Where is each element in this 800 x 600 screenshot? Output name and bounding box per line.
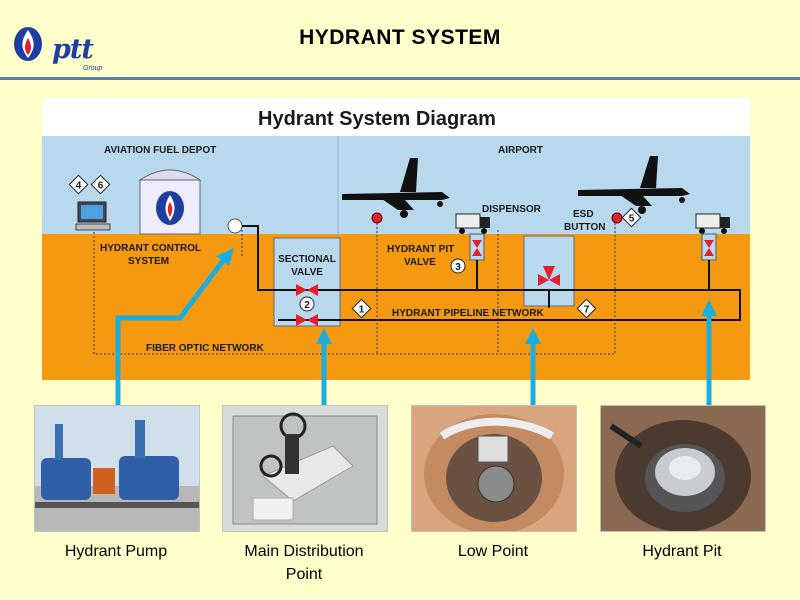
- caption-main-distribution: Main Distribution Point: [214, 540, 394, 586]
- marker-6: 6: [90, 174, 111, 195]
- hydrant-system-diagram: Hydrant System Diagram AVIATION FUEL DEP…: [42, 98, 750, 380]
- hydrant-pipeline: [242, 225, 741, 321]
- ground-area: [42, 234, 750, 380]
- caption-main-distribution-line2: Point: [285, 566, 323, 583]
- page-title: HYDRANT SYSTEM: [299, 26, 501, 49]
- valve-icon-pit-right: [704, 240, 714, 256]
- airplane-icon-left: [342, 158, 450, 218]
- diagram-title: Hydrant System Diagram: [258, 108, 496, 130]
- ptt-logo: ptt Group: [10, 18, 110, 72]
- airplane-icon-right: [578, 156, 690, 214]
- control-system-label-line2: SYSTEM: [128, 256, 169, 267]
- slide-header: ptt Group HYDRANT SYSTEM: [0, 0, 800, 80]
- marker-3: 3: [450, 258, 466, 274]
- valve-icon-sectional-top: [296, 284, 318, 296]
- marker-2: 2: [299, 296, 315, 312]
- svg-text:7: 7: [584, 305, 590, 316]
- arrow-head-hydrant-pit: [701, 300, 717, 316]
- marker-4: 4: [68, 174, 89, 195]
- hydrant-pump-photo: [34, 405, 200, 532]
- caption-hydrant-pump: Hydrant Pump: [64, 543, 168, 560]
- arrow-head-low-point: [525, 328, 541, 344]
- arrow-head-distribution: [316, 328, 332, 344]
- svg-text:6: 6: [98, 181, 104, 192]
- sectional-label-line2: VALVE: [291, 267, 323, 278]
- hydrant-pit-photo: [600, 405, 766, 532]
- logo-text: ptt: [52, 34, 94, 65]
- caption-main-distribution-line1: Main Distribution: [244, 543, 364, 560]
- arrow-head-pump: [216, 248, 234, 266]
- svg-text:1: 1: [359, 305, 365, 316]
- marker-7: 7: [576, 298, 597, 319]
- control-system-label-line1: HYDRANT CONTROL: [100, 243, 201, 254]
- esd-label-line1: ESD: [573, 209, 594, 220]
- depot-label: AVIATION FUEL DEPOT: [104, 145, 216, 156]
- fuel-tank-icon: [138, 169, 202, 235]
- header-divider: [0, 77, 800, 80]
- caption-hydrant-pit: Hydrant Pit: [642, 543, 722, 560]
- esd-button-icon-right: [611, 212, 623, 224]
- svg-text:4: 4: [76, 181, 82, 192]
- valve-icon-pit-left: [472, 240, 482, 256]
- pit-valve-label-line2: VALVE: [404, 257, 436, 268]
- dispensor-label: DISPENSOR: [482, 204, 542, 215]
- dispenser-truck-icon-right: [695, 213, 730, 234]
- svg-text:5: 5: [629, 214, 635, 225]
- low-point-photo: [411, 405, 577, 532]
- svg-text:3: 3: [455, 262, 461, 273]
- ptt-flame-icon: [14, 27, 42, 61]
- marker-5: 5: [621, 207, 642, 228]
- marker-1: 1: [351, 298, 372, 319]
- logo-subtext: Group: [83, 65, 103, 72]
- esd-label-line2: BUTTON: [564, 222, 605, 233]
- airport-label: AIRPORT: [498, 145, 543, 156]
- caption-low-point: Low Point: [457, 543, 529, 560]
- svg-text:2: 2: [304, 300, 310, 311]
- valve-icon-sectional-bottom: [296, 314, 318, 326]
- dispenser-truck-icon-left: [455, 213, 490, 234]
- computer-icon: [75, 201, 111, 231]
- sectional-label-line1: SECTIONAL: [278, 254, 336, 265]
- pipeline-network-label: HYDRANT PIPELINE NETWORK: [392, 308, 544, 319]
- diagram-title-band: [42, 98, 750, 136]
- pit-valve-label-line1: HYDRANT PIT: [387, 244, 454, 255]
- arrow-pump: [115, 256, 227, 405]
- fiber-optic-network: [93, 222, 616, 355]
- main-distribution-photo: [222, 405, 388, 532]
- fiber-optic-label: FIBER OPTIC NETWORK: [146, 343, 265, 354]
- valve-icon-low-point: [538, 266, 560, 286]
